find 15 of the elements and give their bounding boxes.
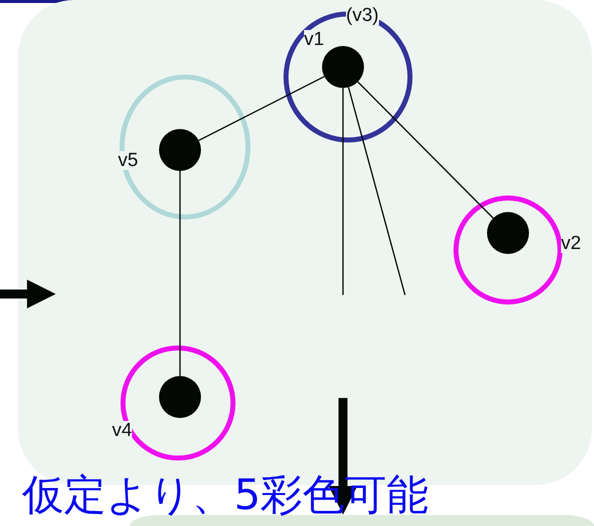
- vertex-dot: [487, 212, 529, 254]
- vertex-label: (v3): [346, 6, 379, 25]
- graph-edge: [198, 76, 325, 142]
- graph-edge: [348, 87, 406, 296]
- vertex-dot: [322, 46, 364, 88]
- panel-background: [130, 515, 594, 526]
- vertex-label: v5: [118, 151, 138, 170]
- arrow: [0, 280, 56, 308]
- graph-edge: [179, 171, 181, 376]
- graph-edge: [357, 81, 494, 219]
- vertex-label: v4: [112, 421, 132, 440]
- graph-edge: [342, 88, 344, 295]
- vertex-label: v2: [561, 234, 582, 253]
- vertex-dot: [159, 376, 201, 418]
- vertex-dot: [159, 129, 201, 171]
